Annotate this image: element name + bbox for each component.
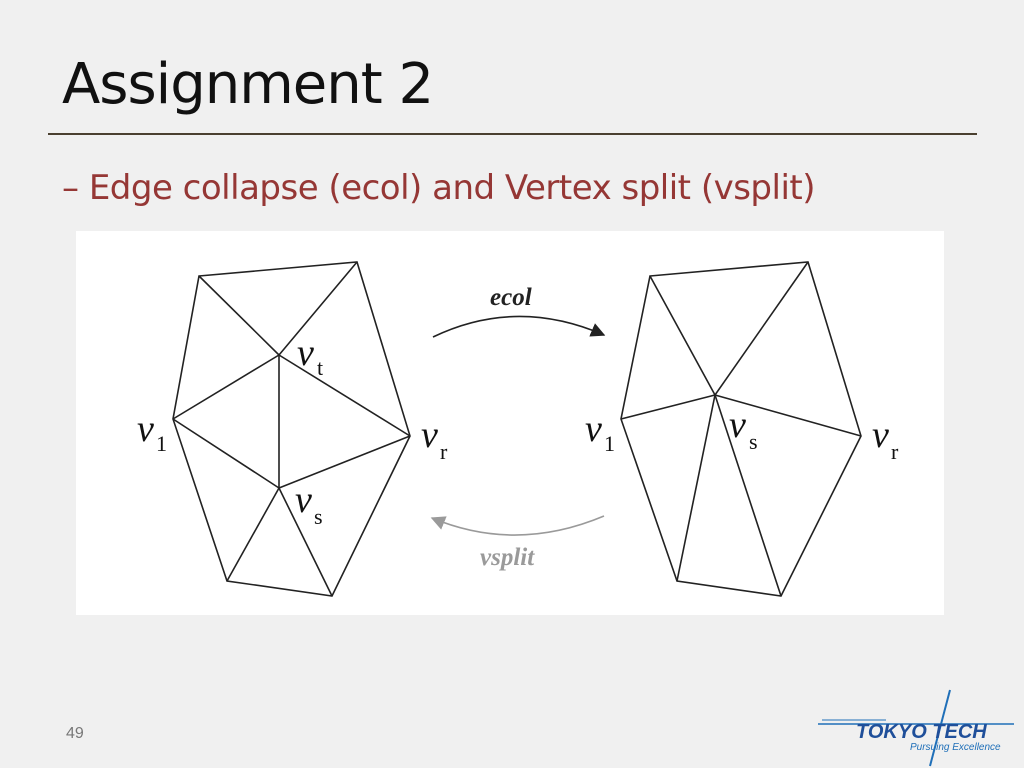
logo-swoosh-diagonal (929, 689, 951, 767)
logo-tagline: Pursuing Excellence (910, 742, 1001, 753)
vsplit-arrow (430, 515, 605, 536)
edge-vt-top-left (198, 275, 280, 356)
edge-vs2-bottom-right (714, 394, 782, 597)
ecol-arrow (432, 315, 606, 338)
vsplit-label: vsplit (480, 544, 535, 571)
label-right-v1: v (585, 408, 602, 450)
edge-vt-top-right (278, 261, 358, 356)
label-right-vr-sub: r (891, 439, 899, 464)
edge-vt-v1 (172, 354, 280, 420)
mesh-figure: v t v 1 v r v s ecol vsplit (76, 231, 944, 615)
page-number: 49 (66, 725, 84, 742)
bullet-text: Edge collapse (ecol) and Vertex split (v… (88, 168, 816, 208)
label-left-vr-sub: r (440, 439, 448, 464)
edge-vs2-top-right (714, 261, 809, 396)
edge-vs-v1 (172, 418, 280, 489)
label-left-vt: v (297, 332, 314, 374)
ecol-label: ecol (490, 284, 532, 311)
label-left-vs: v (295, 479, 312, 521)
edge-vs-bottom-left (226, 487, 280, 582)
left-mesh-boundary (172, 261, 411, 597)
tokyo-tech-logo: TOKYO TECH Pursuing Excellence (816, 688, 1016, 768)
edge-vs-vr (278, 435, 411, 489)
edge-vt-vr (278, 354, 411, 437)
label-right-v1-sub: 1 (604, 431, 615, 456)
label-left-v1: v (137, 408, 154, 450)
bullet-item: – Edge collapse (ecol) and Vertex split … (62, 166, 816, 210)
edge-vs2-top-left (649, 275, 716, 396)
logo-wordmark: TOKYO TECH (856, 721, 987, 743)
label-right-vs-sub: s (749, 429, 758, 454)
edge-vs2-bottom-left (676, 394, 716, 582)
edge-vs-bottom-right (278, 487, 333, 597)
label-left-vs-sub: s (314, 504, 323, 529)
label-right-vs: v (729, 404, 746, 446)
bullet-dash: – (62, 168, 79, 208)
left-mesh (172, 261, 411, 597)
label-right-vr: v (872, 414, 889, 456)
slide-title: Assignment 2 (62, 52, 434, 117)
right-mesh (620, 261, 862, 597)
label-left-vt-sub: t (317, 355, 323, 380)
edge-vs2-v1 (620, 394, 716, 420)
title-divider (48, 133, 977, 135)
edge-vs2-vr (714, 394, 862, 437)
label-left-v1-sub: 1 (156, 431, 167, 456)
label-left-vr: v (421, 414, 438, 456)
